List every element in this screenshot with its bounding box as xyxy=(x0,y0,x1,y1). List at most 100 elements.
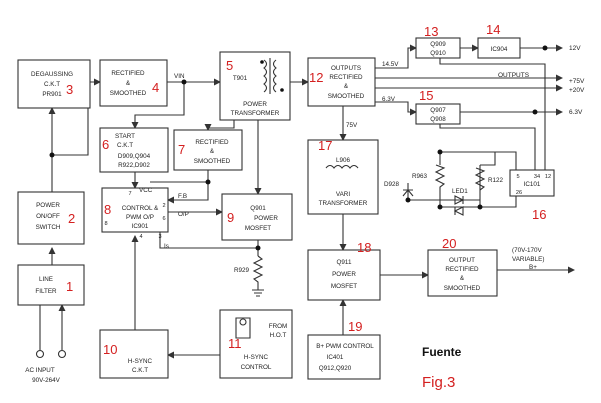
block-line: IC904 xyxy=(491,46,508,53)
rail-20v-label: +20V xyxy=(569,87,585,94)
block-line: POWER xyxy=(332,271,356,278)
v75-label: 75V xyxy=(346,122,358,129)
block-line: VARI xyxy=(336,191,350,198)
block-start-ckt: START C.K.T D909,Q904 R922,D902 6 xyxy=(99,127,169,173)
block-line: & xyxy=(126,80,131,87)
pin-label: 34 xyxy=(534,174,540,180)
block-line: H.O.T xyxy=(270,332,287,339)
block-line-filter: LINE FILTER 1 xyxy=(17,264,85,306)
block-number: 20 xyxy=(442,236,456,251)
block-line: C.K.T xyxy=(44,81,60,88)
block-number: 13 xyxy=(424,24,438,39)
block-number: 9 xyxy=(227,210,234,225)
block-number: 10 xyxy=(103,342,117,357)
ac-input-terminals xyxy=(35,349,67,359)
block-line: H-SYNC xyxy=(244,354,269,361)
wire-vin-start xyxy=(131,82,185,129)
ac-terminal-icon xyxy=(57,349,67,359)
block-line: FILTER xyxy=(35,288,57,295)
led1-diode-b xyxy=(453,206,464,216)
bplus-variable-label: VARIABLE) xyxy=(512,256,544,263)
block-number: 4 xyxy=(152,80,159,95)
pin-label: 2 xyxy=(162,203,165,209)
block-hsync-control: FROM H.O.T H-SYNC CONTROL 11 xyxy=(219,309,293,379)
junction-dot xyxy=(477,204,483,210)
resistor-r929-symbol xyxy=(252,255,264,290)
wire-is xyxy=(159,232,258,249)
junction-dot xyxy=(532,109,538,115)
block-number: 14 xyxy=(486,22,500,37)
wire-t-rect7 xyxy=(208,120,235,129)
pin-label: 8 xyxy=(104,221,107,227)
block-pwm-control: CONTROL & PWM O/P IC901 8 7 8 2 6 3 4 xyxy=(101,187,169,240)
block-line: R922,D902 xyxy=(118,162,150,169)
block-line: POWER xyxy=(243,101,267,108)
pin-label: 26 xyxy=(516,190,522,196)
block-rect-smooth-vin: RECTIFIED & SMOOTHED 4 xyxy=(99,59,168,107)
block-line: START xyxy=(115,133,135,140)
block-line: IC901 xyxy=(132,223,149,230)
rail-12v-label: 12V xyxy=(569,45,581,52)
hot-winding-icon xyxy=(239,318,247,326)
block-line: OUTPUT xyxy=(449,257,475,264)
block-line: SMOOTHED xyxy=(328,93,365,100)
caption: Fuente Fig.3 xyxy=(422,345,462,391)
block-b-pwm-control: B+ PWM CONTROL IC401 Q912,Q920 19 xyxy=(307,319,381,380)
led1-diode-a xyxy=(454,195,465,205)
block-line: & xyxy=(210,148,215,155)
block-number: 7 xyxy=(178,142,185,157)
pin-label: 5 xyxy=(516,174,519,180)
wire-to-rect4 xyxy=(52,78,101,156)
wire-fb xyxy=(167,182,209,204)
block-line: Q912,Q920 xyxy=(319,365,352,372)
block-q907-q908: Q907 Q908 15 xyxy=(415,88,461,125)
block-line: SMOOTHED xyxy=(110,90,147,97)
block-number: 2 xyxy=(68,211,75,226)
block-line: PR901 xyxy=(42,91,62,98)
block-number: 19 xyxy=(348,319,362,334)
block-line: FROM xyxy=(269,323,288,330)
v63-label: 6.3V xyxy=(382,96,396,103)
block-degaussing: DEGAUSSING C.K.T PR901 3 xyxy=(17,59,91,109)
wire-ic101-q909 xyxy=(439,58,546,170)
rail-63v-label: 6.3V xyxy=(569,109,583,116)
vcc-label: VCC xyxy=(139,187,153,194)
junction-dot xyxy=(542,45,548,51)
block-output-rect-b: OUTPUT RECTIFIED & SMOOTHED 20 xyxy=(427,236,498,297)
block-number: 3 xyxy=(66,82,73,97)
block-line: C.K.T xyxy=(117,142,133,149)
block-line: T901 xyxy=(233,75,248,82)
junction-dot xyxy=(181,79,187,85)
block-number: 6 xyxy=(102,137,109,152)
block-line: OUTPUTS xyxy=(331,65,361,72)
block-number: 11 xyxy=(228,336,242,351)
block-number: 15 xyxy=(419,88,433,103)
transformer-coil-icon xyxy=(263,59,268,93)
block-line: CONTROL & xyxy=(122,205,159,212)
rail-75v-label: +75V xyxy=(569,78,585,85)
block-line: L906 xyxy=(336,157,351,164)
block-line: Q908 xyxy=(430,116,446,123)
junction-dot xyxy=(437,204,443,210)
block-line: RECTIFIED xyxy=(329,74,363,81)
block-line: TRANSFORMER xyxy=(319,200,368,207)
block-vari-transformer: L906 VARI TRANSFORMER 17 xyxy=(307,138,379,215)
block-number: 1 xyxy=(66,279,73,294)
wire-ic101-q907 xyxy=(439,124,536,170)
block-line: DEGAUSSING xyxy=(31,71,73,78)
resistor-r122-symbol xyxy=(474,167,486,191)
transformer-coil-icon xyxy=(272,59,277,93)
pin-label: 6 xyxy=(162,216,165,222)
junction-dot xyxy=(255,245,261,251)
block-number: 18 xyxy=(357,240,371,255)
wire-145v xyxy=(375,44,417,69)
inductor-coil-icon xyxy=(325,164,359,169)
pin-label: 4 xyxy=(139,234,142,240)
polarity-dot-icon xyxy=(260,60,264,64)
block-line: MOSFET xyxy=(331,283,357,290)
block-ic904: IC904 14 xyxy=(477,22,521,59)
block-number: 16 xyxy=(532,207,546,222)
ac-input-label: AC INPUT xyxy=(25,367,55,374)
block-line: IC101 xyxy=(524,181,541,188)
